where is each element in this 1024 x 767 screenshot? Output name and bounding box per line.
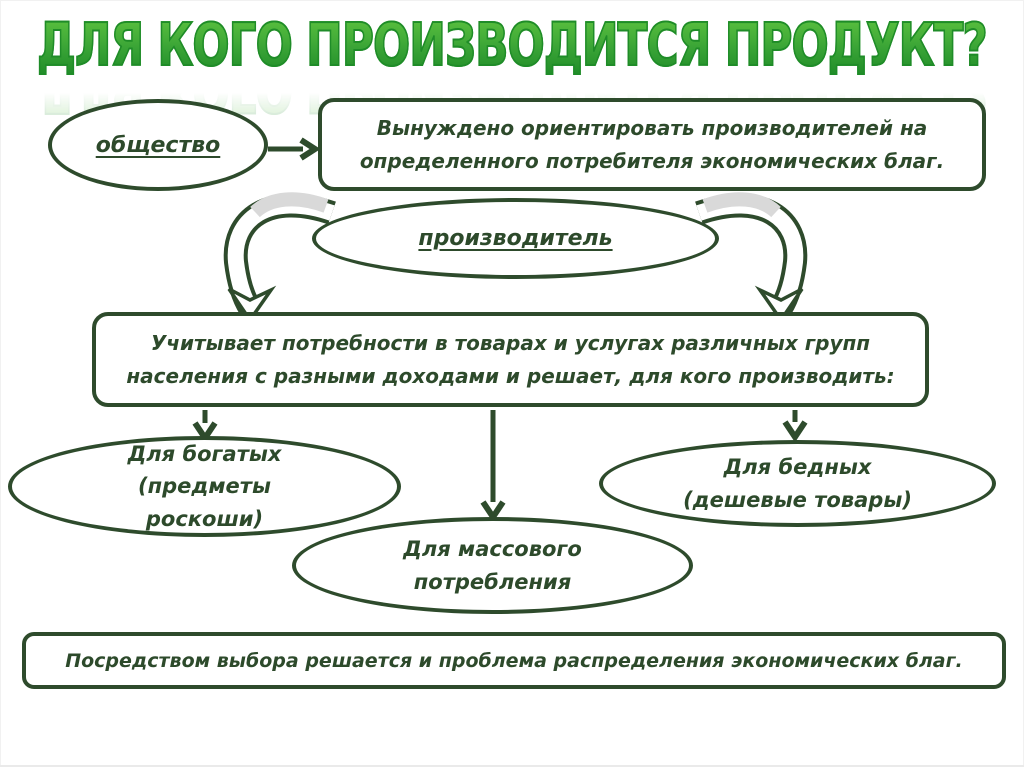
node-producer-label: производитель [418,226,613,251]
arrow-to-rich [192,410,218,444]
arrow-society-to-effect [268,137,321,161]
node-producer-effect: Учитывает потребности в товарах и услуга… [92,312,929,407]
node-group-rich-text: Для богатых (предметы роскоши) [127,441,282,531]
ribbon-arrow-right [695,192,808,324]
node-group-mass: Для массового потребления [292,517,693,614]
arrow-to-mass [480,410,506,523]
node-society-effect: Вынуждено ориентировать производителей н… [318,98,986,191]
arrow-to-poor [782,410,808,443]
node-producer-effect-text: Учитывает потребности в товарах и услуга… [126,331,895,388]
node-society: общество [48,99,268,191]
node-group-mass-text: Для массового потребления [403,536,582,594]
ribbon-arrow-left [223,192,336,324]
node-society-label: общество [95,132,221,158]
node-society-effect-text: Вынуждено ориентировать производителей н… [359,116,945,173]
node-conclusion: Посредством выбора решается и проблема р… [22,632,1006,689]
node-conclusion-text: Посредством выбора решается и проблема р… [65,649,963,672]
node-group-poor-text: Для бедных (дешевые товары) [683,454,912,512]
node-group-poor: Для бедных (дешевые товары) [599,440,996,527]
node-producer: производитель [312,198,719,279]
node-group-rich: Для богатых (предметы роскоши) [8,436,401,537]
